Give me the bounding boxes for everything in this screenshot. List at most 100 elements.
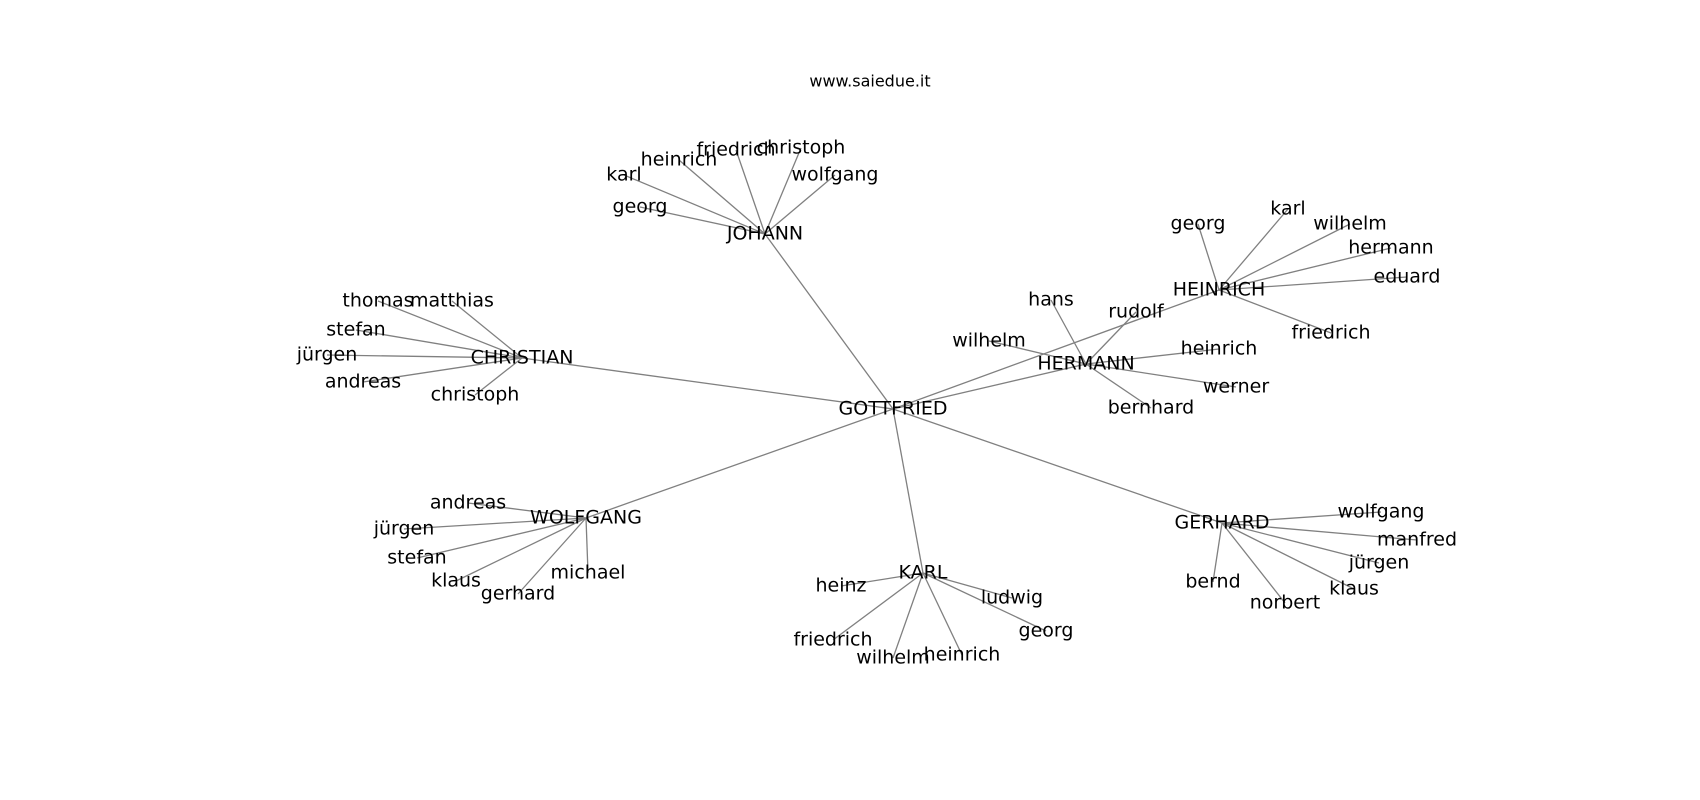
edge-hermann-wilhelm — [988, 340, 1087, 365]
node-label-stefan: stefan — [326, 319, 385, 341]
node-label-bernhard: bernhard — [1108, 397, 1195, 419]
node-label-christoph: christoph — [431, 384, 520, 406]
edge-gerhard-norbert — [1221, 522, 1286, 604]
edge-christian-matthias — [451, 300, 523, 359]
node-label-manfred: manfred — [1377, 529, 1457, 551]
node-label-werner: werner — [1203, 376, 1269, 398]
edge-christian-andreas — [362, 357, 523, 383]
node-label-heinz: heinz — [815, 575, 866, 597]
node-label-klaus: klaus — [431, 570, 481, 592]
edge-karl-heinz — [840, 572, 924, 587]
node-label-andreas: andreas — [325, 371, 401, 393]
edge-johann-heinrich — [678, 159, 766, 235]
edge-karl-ludwig — [922, 572, 1013, 599]
edge-heinrich-georg — [1197, 223, 1220, 291]
node-label-klaus: klaus — [1329, 578, 1379, 600]
node-label-hans: hans — [1028, 289, 1074, 311]
edge-heinrich-karl — [1218, 208, 1289, 291]
node-label-wolfgang: WOLFGANG — [530, 507, 642, 529]
node-label-hermann: HERMANN — [1037, 353, 1134, 375]
node-label-karl: karl — [606, 164, 641, 186]
edge-christian-stefan — [355, 329, 523, 359]
edge-karl-georg — [922, 572, 1047, 632]
edge-heinrich-wilhelm — [1218, 223, 1351, 291]
node-label-heinrich: heinrich — [1181, 338, 1258, 360]
node-label-heinrich: HEINRICH — [1173, 279, 1265, 301]
edge-wolfgang-gerhard — [517, 517, 587, 595]
node-label-thomas: thomas — [342, 290, 413, 312]
node-label-andreas: andreas — [430, 492, 506, 514]
edge-gottfried-johann — [764, 233, 894, 410]
edge-wolfgang-stefan — [416, 517, 587, 559]
label-layer: GOTTFRIEDJOHANNCHRISTIANWOLFGANGKARLGERH… — [296, 137, 1457, 669]
edge-wolfgang-klaus — [455, 517, 587, 582]
edge-gottfried-hermann — [892, 363, 1087, 410]
edge-johann-christoph — [764, 147, 802, 235]
node-label-friedrich: friedrich — [1291, 322, 1370, 344]
edge-heinrich-friedrich — [1218, 289, 1332, 334]
node-label-michael: michael — [551, 562, 626, 584]
edge-gerhard-klaus — [1221, 522, 1355, 590]
edge-gerhard-manfred — [1221, 522, 1418, 541]
node-label-karl: KARL — [899, 562, 948, 584]
node-label-jürgen: jürgen — [296, 344, 358, 366]
node-label-wolfgang: wolfgang — [1338, 501, 1425, 523]
edge-wolfgang-jürgen — [403, 517, 587, 530]
edge-johann-karl — [623, 174, 766, 235]
node-label-stefan: stefan — [387, 547, 446, 569]
edge-johann-wolfgang — [764, 174, 836, 235]
edge-wolfgang-michael — [585, 517, 589, 574]
node-label-wilhelm: wilhelm — [1313, 213, 1387, 235]
node-label-friedrich: friedrich — [696, 139, 775, 161]
edge-gottfried-gerhard — [892, 408, 1223, 524]
edge-hermann-rudolf — [1085, 311, 1137, 365]
edge-johann-friedrich — [735, 149, 766, 235]
node-label-georg: georg — [1171, 213, 1226, 235]
edge-hermann-werner — [1085, 363, 1237, 388]
node-label-christian: CHRISTIAN — [471, 347, 574, 369]
edge-gerhard-wolfgang — [1221, 511, 1382, 524]
node-label-hermann: hermann — [1348, 237, 1433, 259]
node-label-johann: JOHANN — [726, 223, 803, 245]
node-label-wilhelm: wilhelm — [856, 647, 930, 669]
edge-gottfried-heinrich — [892, 289, 1220, 410]
edge-gottfried-karl — [892, 408, 924, 574]
node-label-bernd: bernd — [1185, 571, 1240, 593]
node-label-georg: georg — [1019, 620, 1074, 642]
edge-heinrich-eduard — [1218, 276, 1408, 291]
edge-gottfried-christian — [521, 357, 894, 410]
edge-karl-wilhelm — [892, 572, 924, 659]
node-label-georg: georg — [613, 196, 668, 218]
node-label-jürgen: jürgen — [1348, 552, 1410, 574]
node-label-christoph: christoph — [757, 137, 846, 159]
edge-layer — [326, 147, 1418, 659]
node-label-matthias: matthias — [410, 290, 494, 312]
node-label-wilhelm: wilhelm — [952, 330, 1026, 352]
node-label-friedrich: friedrich — [793, 629, 872, 651]
edge-hermann-heinrich — [1085, 348, 1220, 365]
node-label-heinrich: heinrich — [641, 149, 718, 171]
edge-wolfgang-andreas — [467, 502, 587, 519]
edge-christian-jürgen — [326, 354, 523, 359]
node-label-gottfried: GOTTFRIED — [839, 398, 948, 420]
node-label-norbert: norbert — [1250, 592, 1321, 614]
node-label-karl: karl — [1270, 198, 1305, 220]
edge-hermann-bernhard — [1085, 363, 1152, 409]
node-label-eduard: eduard — [1374, 266, 1441, 288]
edge-karl-friedrich — [832, 572, 924, 641]
edge-johann-georg — [639, 206, 766, 235]
node-label-gerhard: gerhard — [481, 583, 555, 605]
edge-karl-heinrich — [922, 572, 963, 656]
node-label-ludwig: ludwig — [981, 587, 1043, 609]
edge-gerhard-bernd — [1212, 522, 1223, 583]
node-label-jürgen: jürgen — [373, 518, 435, 540]
node-label-rudolf: rudolf — [1108, 301, 1165, 323]
caption: www.saiedue.it — [809, 72, 930, 91]
node-label-wolfgang: wolfgang — [792, 164, 879, 186]
node-label-heinrich: heinrich — [924, 644, 1001, 666]
edge-christian-christoph — [474, 357, 523, 396]
edge-hermann-hans — [1050, 299, 1087, 365]
edge-gottfried-wolfgang — [585, 408, 894, 519]
edge-gerhard-jürgen — [1221, 522, 1380, 564]
